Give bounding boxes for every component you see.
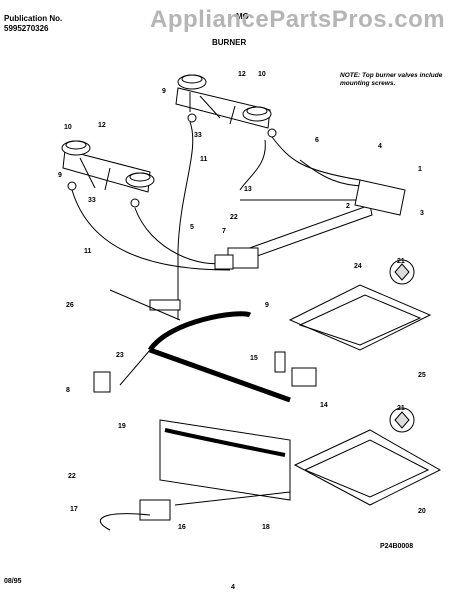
callout-1: 1: [418, 166, 422, 173]
callout-10a: 10: [258, 71, 266, 78]
callout-20: 20: [418, 508, 426, 515]
callout-11a: 11: [200, 156, 208, 163]
callout-3: 3: [420, 210, 424, 217]
oven-burner-tube: [119, 311, 291, 403]
model-fragment: MO: [236, 12, 249, 21]
small-parts: [93, 254, 317, 531]
note-text: NOTE: Top burner valves include mounting…: [340, 72, 443, 87]
callout-25: 25: [418, 372, 426, 379]
callout-13: 13: [244, 186, 252, 193]
callout-5: 5: [190, 224, 194, 231]
callout-10b: 10: [64, 124, 72, 131]
callout-16: 16: [178, 524, 186, 531]
callout-33a: 33: [194, 132, 202, 139]
gas-tubing: [71, 121, 391, 320]
footer-date: 08/95: [4, 578, 22, 585]
callout-23: 23: [116, 352, 124, 359]
callout-21a: 21: [397, 258, 405, 265]
callout-15: 15: [250, 355, 258, 362]
watermark: AppliancePartsPros.com: [150, 6, 446, 33]
callout-21b: 21: [397, 405, 405, 412]
callout-22b: 22: [68, 473, 76, 480]
top-burner-assembly-front: [61, 140, 155, 208]
broil-burner-tube: [159, 419, 291, 501]
page-number: 4: [231, 584, 235, 591]
callout-17: 17: [70, 506, 78, 513]
callout-9b: 9: [58, 172, 62, 179]
callout-7: 7: [222, 228, 226, 235]
callout-4: 4: [378, 143, 382, 150]
oven-baffle-upper: [288, 284, 432, 351]
callout-26: 26: [66, 302, 74, 309]
broil-baffle-lower: [293, 429, 442, 506]
section-title: BURNER: [212, 38, 247, 47]
callout-2: 2: [346, 203, 350, 210]
nut-upper: [389, 259, 415, 285]
callout-24: 24: [354, 263, 362, 270]
callout-14: 14: [320, 402, 328, 409]
main-manifold: [227, 179, 406, 269]
callout-19: 19: [118, 423, 126, 430]
publication-label: Publication No.: [4, 14, 63, 23]
callout-9a: 9: [162, 88, 166, 95]
callout-11b: 11: [84, 248, 92, 255]
callout-12a: 12: [238, 71, 246, 78]
top-burner-assembly-rear: [175, 74, 277, 138]
diagram-code: P24B0008: [380, 543, 414, 550]
callout-8: 8: [66, 387, 70, 394]
publication-number: 5995270326: [4, 24, 49, 33]
callout-9c: 9: [265, 302, 269, 309]
callout-18: 18: [262, 524, 270, 531]
nut-lower: [389, 407, 415, 433]
callout-12b: 12: [98, 122, 106, 129]
callout-33b: 33: [88, 197, 96, 204]
callout-6: 6: [315, 137, 319, 144]
callout-22a: 22: [230, 214, 238, 221]
